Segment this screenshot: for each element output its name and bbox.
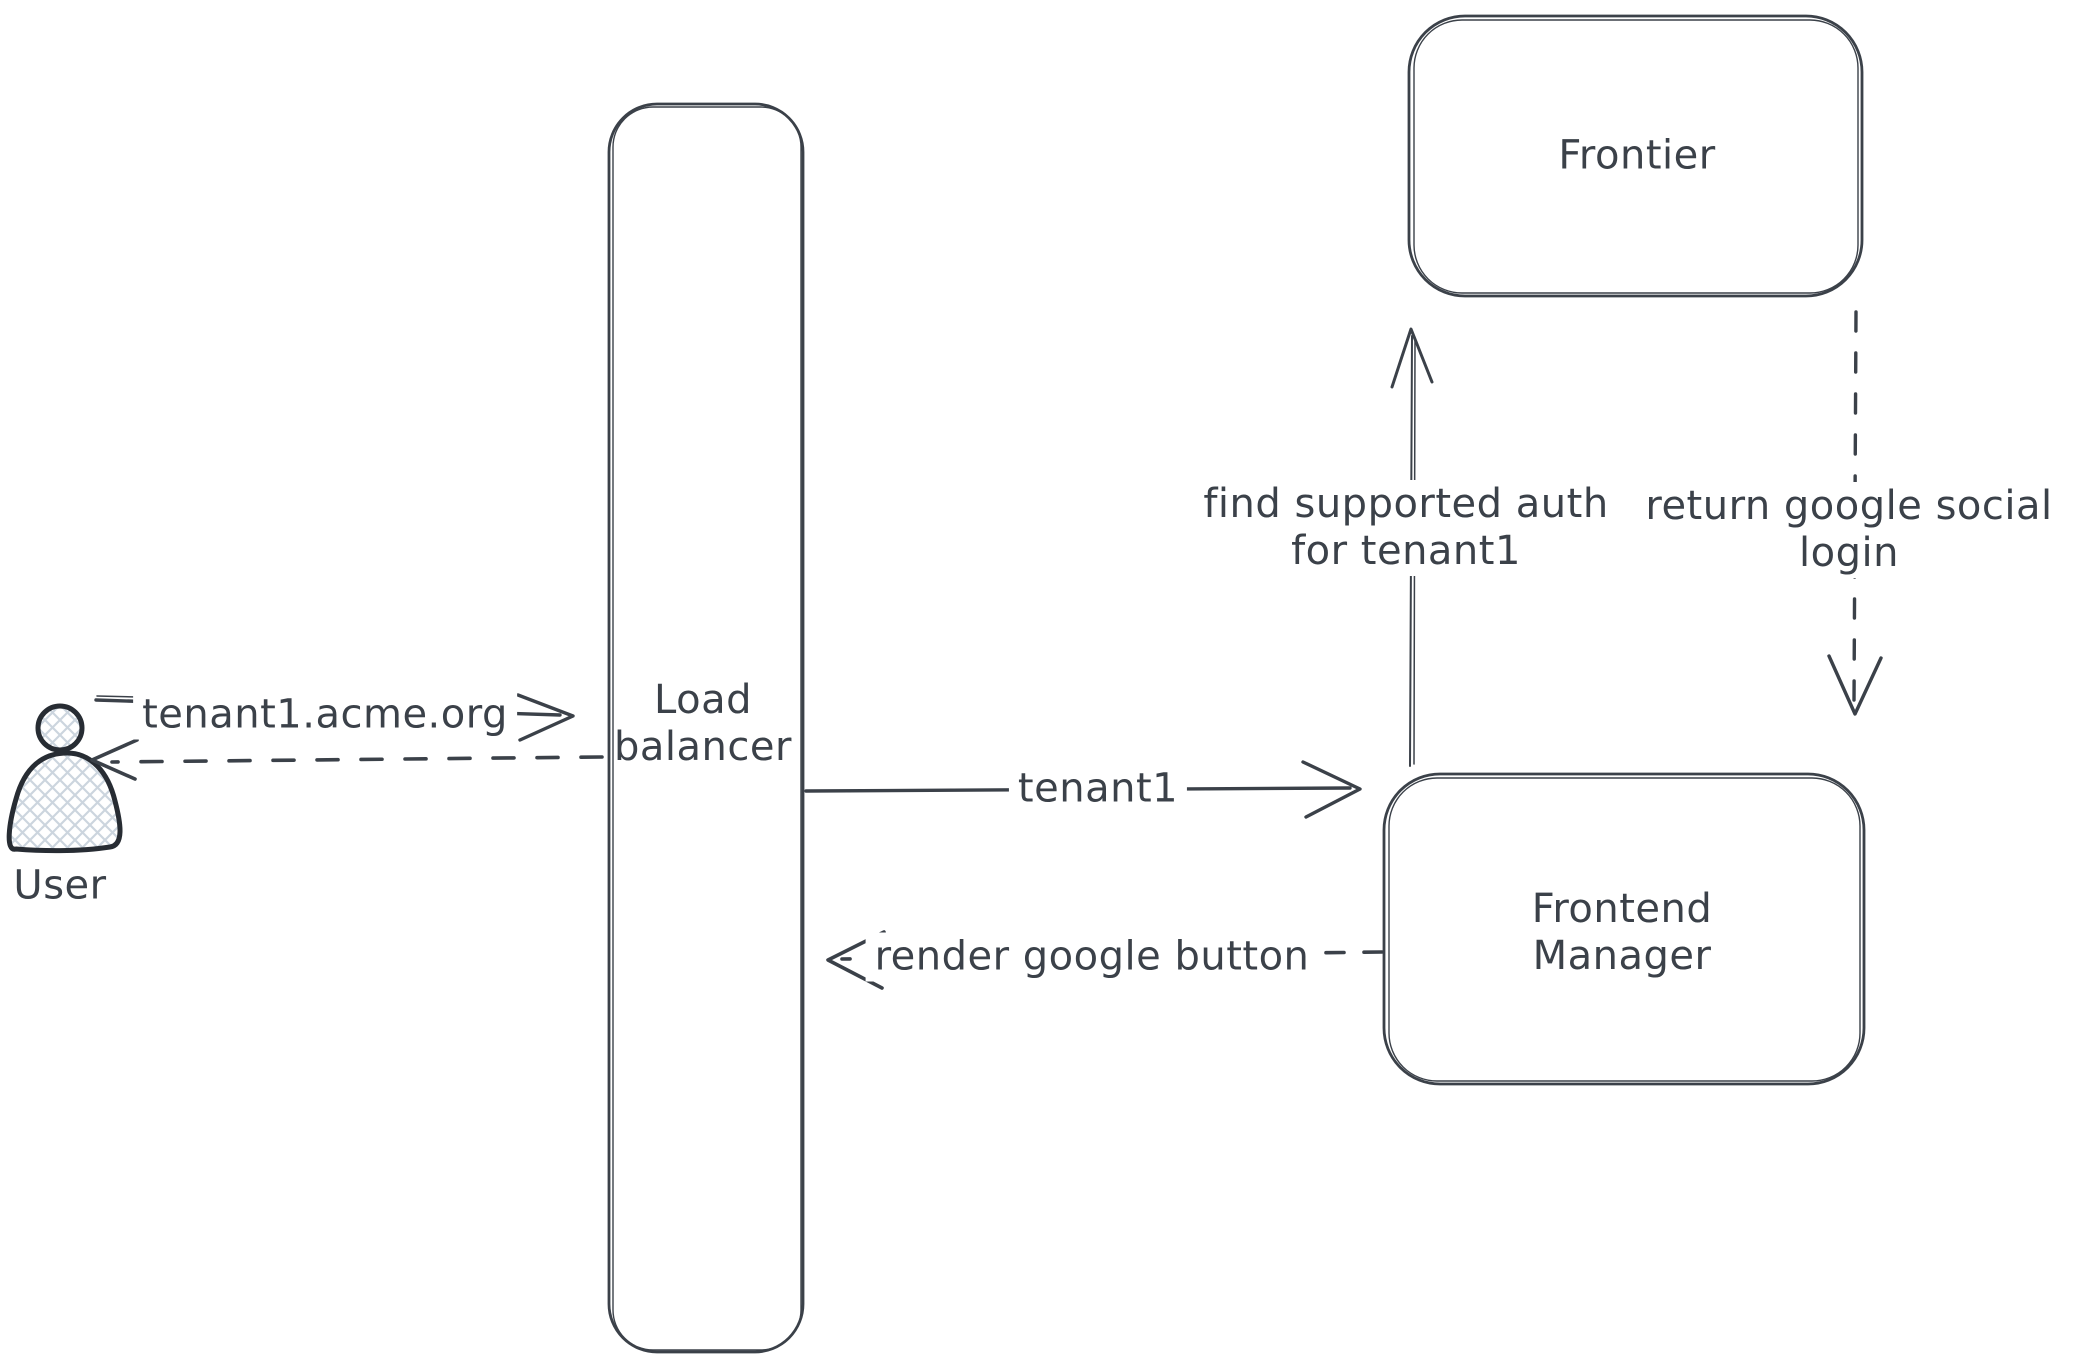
frontend-manager-label-line1: Frontend bbox=[1531, 886, 1713, 932]
load-balancer-label-line1: Load bbox=[654, 677, 752, 723]
load-balancer-label-line2: balancer bbox=[614, 724, 792, 770]
user-body bbox=[6, 750, 123, 854]
edge-label-tenant1-acme-org: tenant1.acme.org bbox=[133, 690, 517, 740]
frontend-manager-label-line2: Manager bbox=[1532, 933, 1712, 979]
edge-label-find-supported-auth-line1: find supported auth bbox=[1203, 481, 1609, 527]
edge-label-find-supported-auth: find supported auth for tenant1 bbox=[1194, 480, 1618, 576]
edge-label-return-google-social-login-line2: login bbox=[1799, 530, 1899, 576]
frontend-manager-label: Frontend Manager bbox=[1532, 886, 1713, 980]
user-head bbox=[35, 703, 85, 753]
edge-label-render-google-button: render google button bbox=[865, 932, 1319, 982]
load-balancer-label: Load balancer bbox=[614, 677, 792, 771]
arrow-load-balancer-to-user bbox=[90, 738, 604, 781]
frontier-box bbox=[1407, 14, 1864, 298]
edge-label-tenant1: tenant1 bbox=[1008, 764, 1188, 814]
edge-label-find-supported-auth-line2: for tenant1 bbox=[1291, 528, 1521, 574]
load-balancer-box bbox=[607, 102, 805, 1354]
frontier-label: Frontier bbox=[1558, 132, 1716, 179]
user-label: User bbox=[13, 862, 107, 909]
edge-label-return-google-social-login: return google social login bbox=[1636, 482, 2062, 578]
edge-label-return-google-social-login-line1: return google social bbox=[1645, 483, 2053, 529]
arrow-frontier-to-frontend-manager bbox=[1827, 310, 1883, 716]
user-actor-icon bbox=[6, 703, 123, 854]
frontend-manager-box bbox=[1382, 772, 1866, 1086]
